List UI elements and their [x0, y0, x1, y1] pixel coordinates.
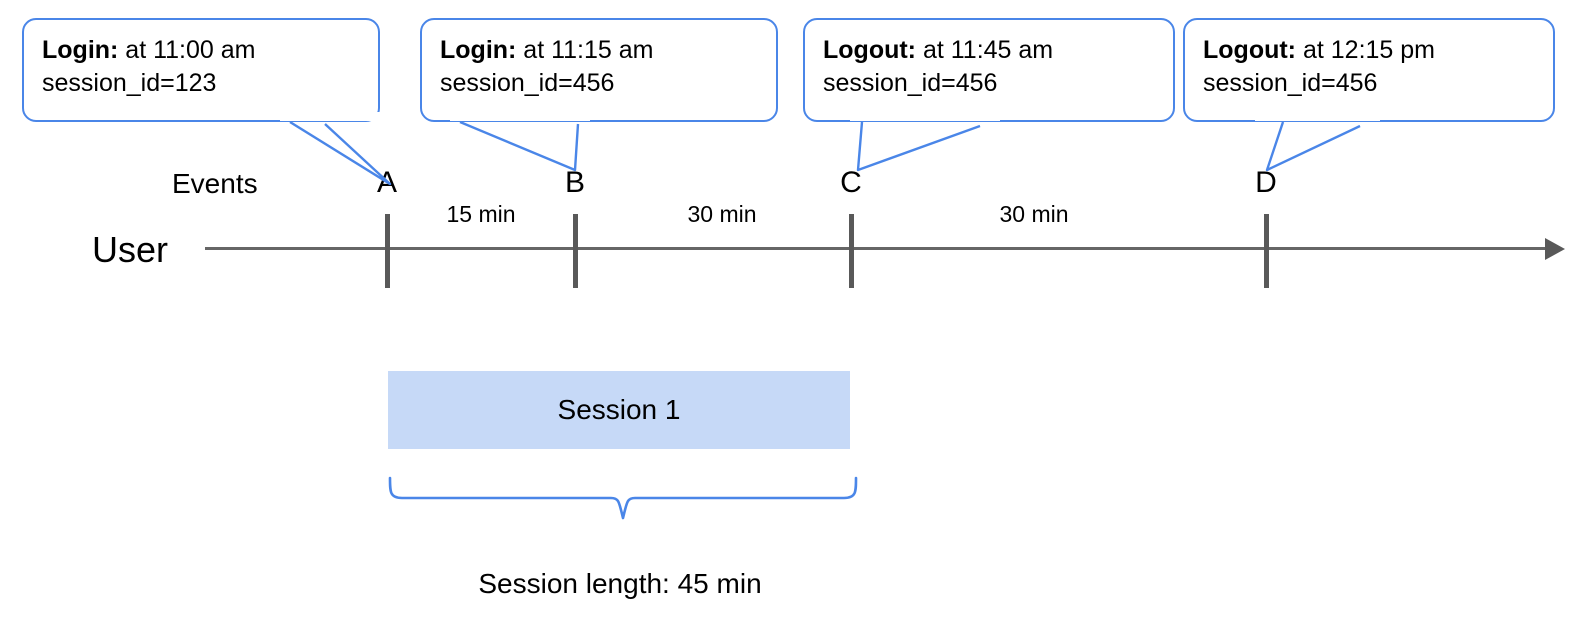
callout-d-tail — [1255, 112, 1380, 172]
callout-a-tail — [280, 112, 400, 186]
event-tick-d — [1264, 214, 1269, 288]
callout-d-session: session_id=456 — [1203, 69, 1378, 97]
interval-label-b-c: 30 min — [687, 201, 757, 227]
timeline-axis-arrowhead — [1545, 238, 1565, 260]
callout-d-time: at 12:15 pm — [1296, 36, 1435, 64]
interval-label-c-d: 30 min — [999, 201, 1069, 227]
callout-b-time: at 11:15 am — [516, 36, 654, 64]
callout-d-event: Logout: — [1203, 36, 1297, 64]
callout-bubble-d: Logout: at 12:15 pm session_id=456 — [1183, 18, 1555, 122]
session-bar-label: Session 1 — [557, 394, 681, 425]
event-marker-label-d: D — [1255, 166, 1277, 199]
callout-b-session: session_id=456 — [440, 69, 615, 97]
session-bar: Session 1 — [388, 371, 850, 449]
event-marker-label-c: C — [840, 166, 862, 199]
callout-c-session: session_id=456 — [823, 69, 998, 97]
event-tick-b — [573, 214, 578, 288]
event-tick-a — [385, 214, 390, 288]
interval-label-a-b: 15 min — [446, 201, 516, 227]
session-length-brace — [388, 476, 858, 520]
callout-c-tail — [850, 112, 1000, 172]
callout-bubble-a: Login: at 11:00 am session_id=123 — [22, 18, 380, 122]
timeline-axis — [205, 247, 1547, 250]
callout-b-event: Login: — [440, 36, 517, 64]
callout-a-line1: Login: at 11:00 am — [42, 34, 362, 67]
callout-c-time: at 11:45 am — [916, 36, 1054, 64]
callout-b-line1: Login: at 11:15 am — [440, 34, 760, 67]
callout-a-session: session_id=123 — [42, 69, 217, 97]
user-row-label: User — [92, 229, 169, 270]
callout-bubble-c: Logout: at 11:45 am session_id=456 — [803, 18, 1175, 122]
callout-c-line1: Logout: at 11:45 am — [823, 34, 1157, 67]
events-row-label: Events — [172, 168, 258, 199]
event-tick-c — [849, 214, 854, 288]
callout-b-tail — [450, 112, 590, 172]
callout-d-line1: Logout: at 12:15 pm — [1203, 34, 1537, 67]
callout-a-event: Login: — [42, 36, 119, 64]
callout-a-time: at 11:00 am — [118, 36, 256, 64]
callout-bubble-b: Login: at 11:15 am session_id=456 — [420, 18, 778, 122]
event-marker-label-b: B — [564, 166, 586, 199]
session-length-caption: Session length: 45 min — [478, 568, 762, 599]
callout-c-event: Logout: — [823, 36, 917, 64]
